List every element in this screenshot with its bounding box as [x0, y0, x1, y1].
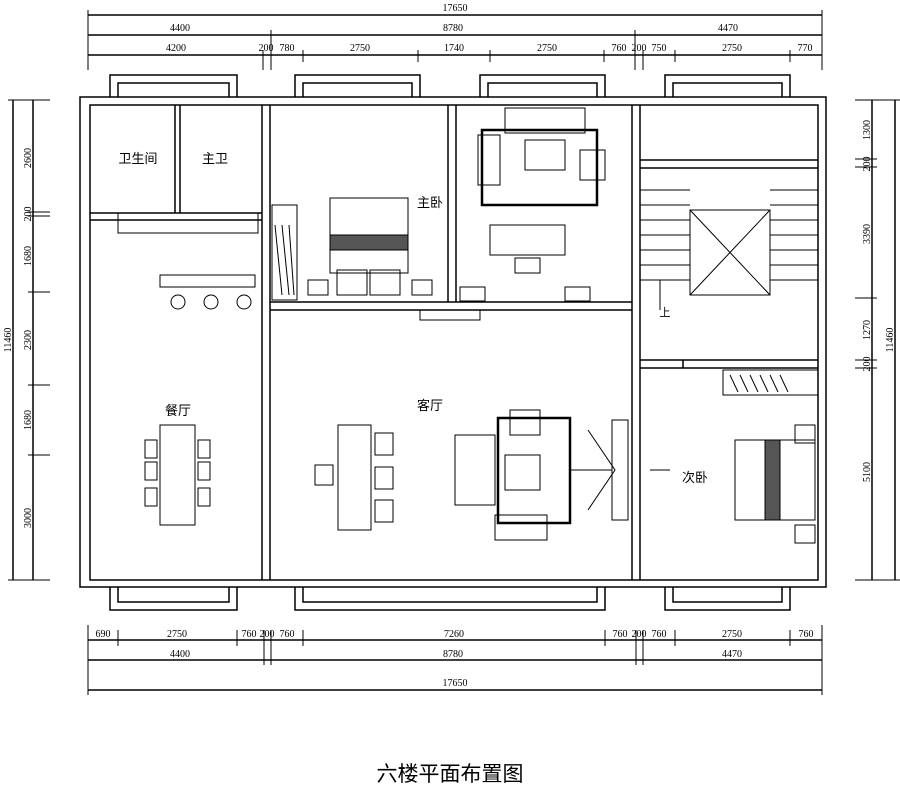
dim-top-detail: 200 [632, 43, 647, 54]
dim-left: 2600 [23, 148, 34, 168]
sofa [454, 434, 496, 506]
dim-bottom-detail: 690 [96, 629, 111, 640]
room-label-living: 客厅 [417, 398, 443, 414]
dim-top-mid: 8780 [443, 23, 463, 34]
dim-top-detail: 770 [798, 43, 813, 54]
staircase [640, 189, 818, 310]
dim-left: 1680 [23, 410, 34, 430]
coffee-table [524, 139, 566, 171]
dim-top-detail: 2750 [722, 43, 742, 54]
dim-right-total: 11460 [885, 328, 896, 353]
right-dimensions [855, 99, 900, 581]
wardrobe [722, 369, 819, 396]
room-label-dining: 餐厅 [165, 403, 191, 419]
dim-bottom-detail: 2750 [722, 629, 742, 640]
counter [117, 212, 259, 234]
dim-left: 200 [23, 207, 34, 222]
dim-bottom-detail: 760 [799, 629, 814, 640]
dim-bottom-detail: 7260 [444, 629, 464, 640]
coffee-table [504, 454, 541, 491]
dim-bottom-detail: 2750 [167, 629, 187, 640]
desk [489, 224, 566, 256]
room-label-master-bedroom: 主卧 [417, 196, 443, 211]
dim-right: 200 [862, 357, 873, 372]
dim-bottom-detail: 760 [613, 629, 628, 640]
dim-bottom-detail: 200 [260, 629, 275, 640]
dim-top-detail: 1740 [444, 43, 464, 54]
dim-bottom-detail: 760 [652, 629, 667, 640]
dim-left: 1680 [23, 246, 34, 266]
dim-bottom-detail: 760 [280, 629, 295, 640]
dining-table [159, 424, 196, 526]
dim-bottom-total: 17650 [443, 678, 468, 689]
bottom-dimensions [87, 625, 823, 695]
room-label-second-bedroom: 次卧 [682, 470, 708, 486]
stairs-up-label: 上 [660, 306, 671, 319]
dim-top-mid: 4470 [718, 23, 738, 34]
dim-right: 1270 [862, 320, 873, 340]
long-table [337, 424, 372, 531]
room-label-bathroom: 卫生间 [118, 152, 157, 167]
dim-top-detail: 780 [280, 43, 295, 54]
rug [480, 128, 599, 207]
dim-bottom-mid: 4400 [170, 649, 190, 660]
dim-right: 200 [862, 157, 873, 172]
living-rug [496, 416, 572, 525]
dim-top-total: 17650 [443, 3, 468, 14]
wardrobe [271, 204, 298, 301]
dim-right: 1300 [862, 120, 873, 140]
dim-top-detail: 760 [612, 43, 627, 54]
furniture [117, 107, 819, 544]
bar-counter [159, 274, 256, 288]
dim-top-detail: 200 [259, 43, 274, 54]
dim-top-detail: 750 [652, 43, 667, 54]
dim-bottom-detail: 760 [242, 629, 257, 640]
left-dimensions [8, 99, 50, 581]
dim-top-detail: 4200 [166, 43, 186, 54]
dim-left: 3000 [23, 508, 34, 528]
room-label-master-bath: 主卫 [202, 152, 228, 167]
dim-bottom-detail: 200 [632, 629, 647, 640]
dim-top-detail: 2750 [537, 43, 557, 54]
dim-right: 5100 [862, 462, 873, 482]
dim-right: 3390 [862, 224, 873, 244]
walls [79, 74, 827, 611]
dim-top-detail: 2750 [350, 43, 370, 54]
page-title: 六楼平面布置图 [376, 762, 524, 786]
dim-left: 2300 [23, 330, 34, 350]
dim-left-total: 11460 [3, 328, 14, 353]
dim-top-mid: 4400 [170, 23, 190, 34]
dim-bottom-mid: 8780 [443, 649, 463, 660]
top-dimensions [87, 10, 823, 70]
dim-bottom-mid: 4470 [722, 649, 742, 660]
